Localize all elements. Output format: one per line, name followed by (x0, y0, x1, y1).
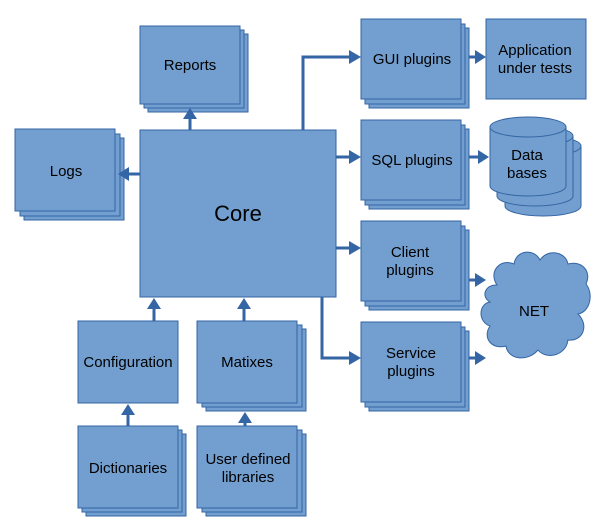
databases-label-line1: Data (511, 147, 543, 164)
configuration-node: Configuration (77, 320, 179, 404)
user-libraries-label-line2: libraries (222, 469, 275, 486)
databases-label-line2: bases (507, 165, 547, 182)
sql-plugins-label: SQL plugins (371, 152, 452, 169)
arrow-core-to-service (320, 297, 350, 360)
reports-label: Reports (164, 57, 217, 74)
dictionaries-node: Dictionaries (77, 425, 187, 517)
arrow-core-to-gui (301, 55, 350, 130)
client-plugins-label-line2: plugins (386, 262, 434, 279)
reports-node: Reports (139, 25, 249, 113)
application-label-line1: Application (498, 42, 571, 59)
core-label: Core (214, 201, 262, 226)
service-plugins-node: Service plugins (360, 321, 470, 412)
databases-node: Data bases (489, 116, 582, 217)
service-plugins-label-line2: plugins (387, 363, 435, 380)
gui-plugins-label: GUI plugins (373, 51, 451, 68)
logs-label: Logs (50, 163, 83, 180)
configuration-label: Configuration (83, 354, 172, 371)
dictionaries-label: Dictionaries (89, 460, 167, 477)
user-libraries-label-line1: User defined (205, 451, 290, 468)
application-node: Application under tests (485, 18, 587, 100)
connectors (118, 50, 489, 426)
service-plugins-label-line1: Service (386, 345, 436, 362)
sql-plugins-node: SQL plugins (360, 119, 470, 210)
application-label-line2: under tests (498, 60, 572, 77)
core-node: Core (139, 129, 337, 298)
client-plugins-node: Client plugins (360, 220, 470, 311)
logs-node: Logs (14, 128, 125, 221)
matixes-node: Matixes (196, 320, 307, 412)
net-cloud: NET (480, 251, 591, 359)
matixes-label: Matixes (221, 354, 273, 371)
gui-plugins-node: GUI plugins (360, 18, 470, 109)
net-label: NET (519, 303, 549, 320)
user-libraries-node: User defined libraries (196, 425, 307, 517)
client-plugins-label-line1: Client (391, 244, 430, 261)
